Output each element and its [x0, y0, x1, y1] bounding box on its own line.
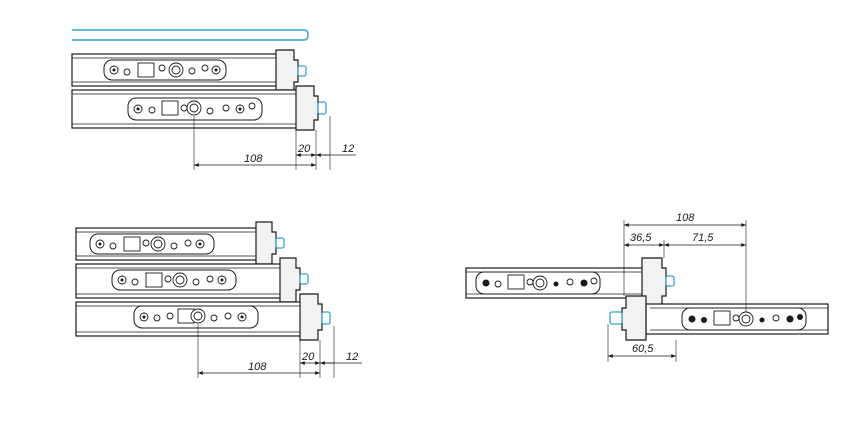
figure-bottom-left: 108 20 12 — [75, 221, 362, 378]
dim-block-label: 20 — [301, 351, 315, 363]
dim-pin-label: 12 — [342, 143, 354, 155]
dim-pin-label: 12 — [346, 351, 358, 363]
dim-total-label: 108 — [244, 153, 263, 165]
top-cyan-rail — [72, 29, 309, 41]
slide-rail-2 — [71, 85, 327, 131]
slide-rail-right — [609, 295, 829, 341]
slide-rail-1 — [71, 49, 307, 91]
dim-left-label: 36,5 — [630, 232, 652, 244]
dim-total-label: 108 — [676, 212, 695, 224]
dim-total-label: 108 — [248, 361, 267, 373]
dim-block-label: 20 — [297, 143, 311, 155]
dim-right-label: 71,5 — [692, 232, 714, 244]
dim-bottom-label: 60,5 — [632, 343, 654, 355]
slide-rail-5 — [75, 293, 331, 341]
figure-right: 108 36,5 71,5 60,5 — [465, 212, 829, 362]
slide-rail-3 — [75, 221, 285, 265]
slide-rail-4 — [75, 257, 309, 303]
figure-top-left: 108 20 12 — [71, 29, 356, 170]
